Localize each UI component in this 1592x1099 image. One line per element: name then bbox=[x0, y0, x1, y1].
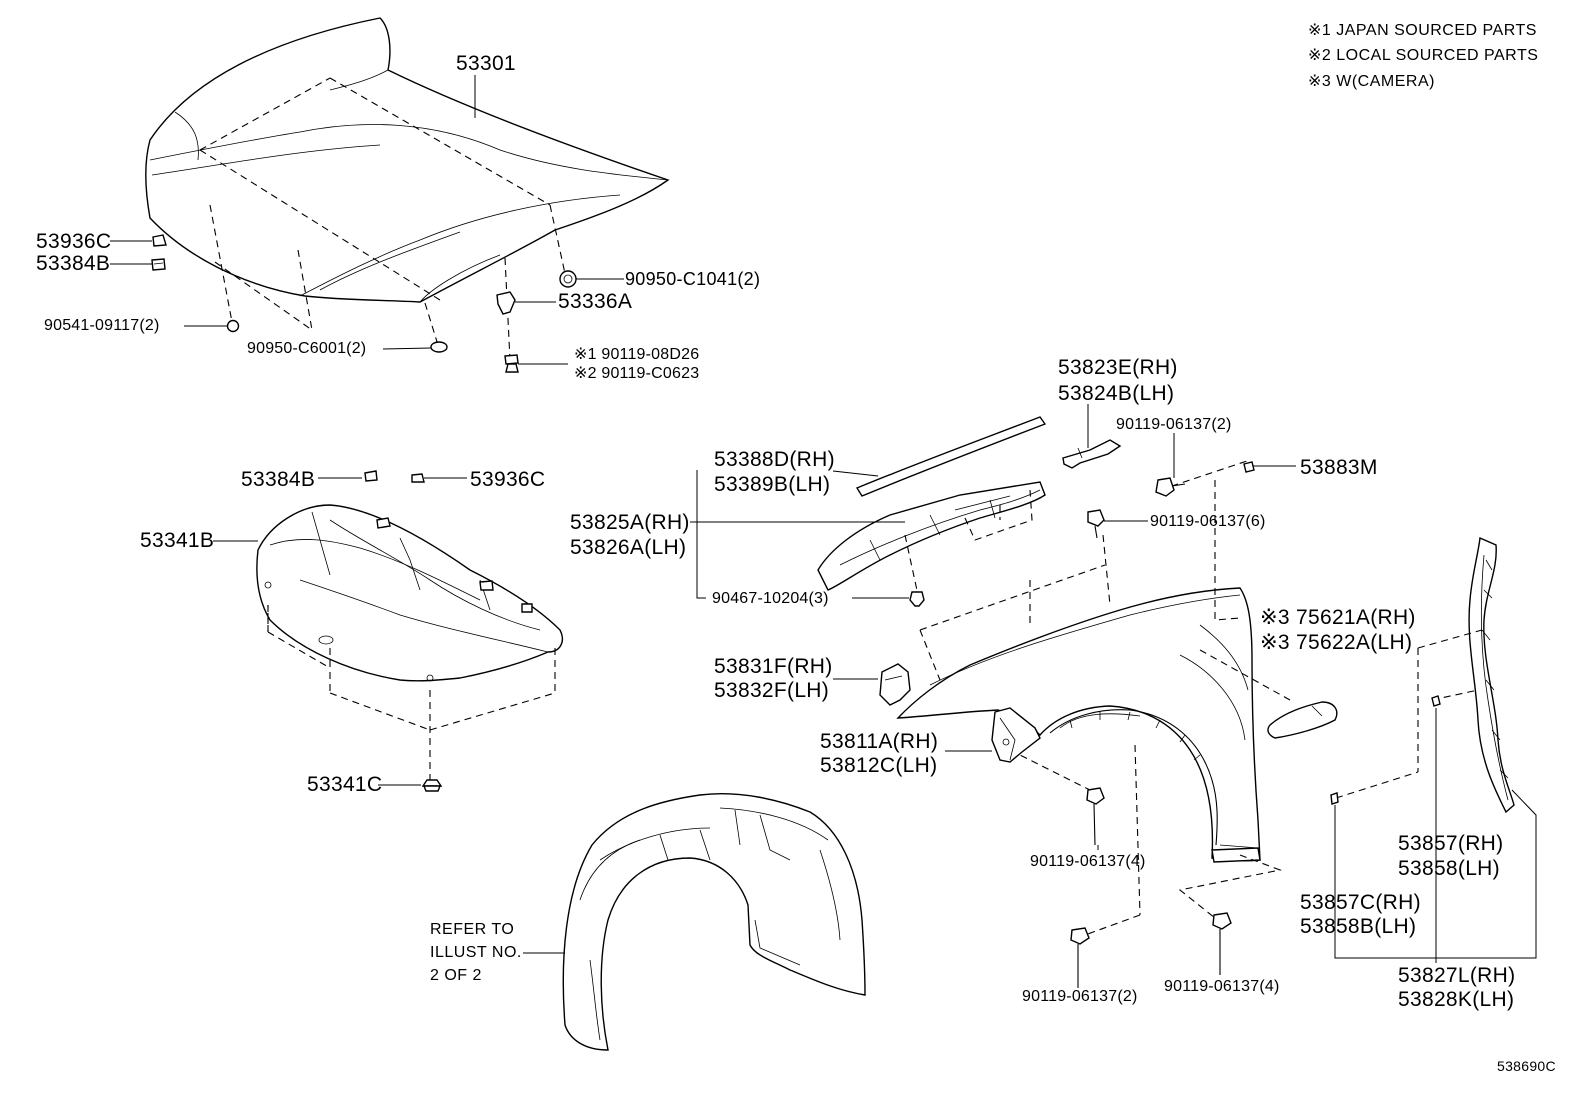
label-53388d[interactable]: 53388D(RH) bbox=[714, 448, 835, 471]
clip-90467-icon bbox=[909, 591, 925, 607]
hood-panel[interactable] bbox=[145, 17, 670, 303]
cushion-53936c-2-icon bbox=[411, 473, 425, 483]
bolt-90119-06137-2b-icon bbox=[1070, 927, 1090, 988]
label-90950-c1041[interactable]: 90950-C1041(2) bbox=[625, 269, 761, 289]
label-53936c-hood[interactable]: 53936C bbox=[36, 230, 112, 253]
fender-seal-upper[interactable] bbox=[855, 416, 1047, 497]
label-75621a[interactable]: ※3 75621A(RH) bbox=[1260, 606, 1416, 629]
hood-leaders bbox=[110, 75, 624, 365]
clamp-53336a-icon bbox=[496, 291, 516, 315]
label-90119-06137-6[interactable]: 90119-06137(6) bbox=[1150, 513, 1266, 530]
label-53823e[interactable]: 53823E(RH) bbox=[1058, 356, 1178, 379]
refer-line-2: ILLUST NO. bbox=[430, 944, 522, 961]
insulator-mounting-lines bbox=[267, 605, 556, 780]
label-53858[interactable]: 53858(LH) bbox=[1398, 857, 1500, 880]
label-53301[interactable]: 53301 bbox=[456, 52, 516, 75]
label-53858b[interactable]: 53858B(LH) bbox=[1300, 915, 1417, 938]
grommet-90541-icon bbox=[226, 319, 240, 333]
grommet-90950-c1041-icon bbox=[559, 270, 577, 288]
refer-line-1: REFER TO bbox=[430, 921, 515, 938]
insulator-leaders bbox=[213, 477, 467, 786]
note-with-camera: ※3 W(CAMERA) bbox=[1308, 73, 1435, 90]
bolt-90119-08d26-icon bbox=[504, 354, 519, 373]
label-90119-08d26[interactable]: ※1 90119-08D26 bbox=[574, 346, 700, 363]
front-fender-panel[interactable] bbox=[896, 587, 1261, 863]
label-90119-c0623[interactable]: ※2 90119-C0623 bbox=[574, 365, 700, 382]
side-panel-leaders bbox=[1334, 708, 1537, 963]
label-90541-09117[interactable]: 90541-09117(2) bbox=[44, 317, 160, 334]
label-53824b[interactable]: 53824B(LH) bbox=[1058, 382, 1175, 405]
label-90950-c6001[interactable]: 90950-C6001(2) bbox=[247, 340, 367, 357]
label-90467-10204[interactable]: 90467-10204(3) bbox=[712, 590, 829, 607]
label-53936c-insulator[interactable]: 53936C bbox=[470, 468, 546, 491]
bolt-90119-06137-4a-icon bbox=[1086, 787, 1105, 846]
clip-53341c-icon bbox=[421, 779, 443, 792]
label-90119-06137-2-lower[interactable]: 90119-06137(2) bbox=[1022, 988, 1138, 1005]
bolt-90119-06137-2a-icon bbox=[1155, 477, 1186, 497]
label-53883m[interactable]: 53883M bbox=[1300, 456, 1378, 479]
cushion-53384b-2-icon bbox=[364, 470, 378, 482]
label-53336a[interactable]: 53336A bbox=[558, 290, 633, 313]
label-75622a[interactable]: ※3 75622A(LH) bbox=[1260, 631, 1413, 654]
seal-53388d-leader bbox=[832, 470, 879, 477]
side-panel-mounting-lines bbox=[1335, 629, 1483, 799]
label-53341c[interactable]: 53341C bbox=[307, 773, 383, 796]
refer-note: REFER TO ILLUST NO. 2 OF 2 bbox=[430, 918, 522, 987]
bolt-90119-06137-4b-icon bbox=[1212, 912, 1232, 975]
label-53857c[interactable]: 53857C(RH) bbox=[1300, 891, 1421, 914]
fender-bolt-leaders bbox=[1097, 433, 1296, 850]
note-japan-sourced: ※1 JAPAN SOURCED PARTS bbox=[1308, 22, 1537, 39]
note-local-sourced: ※2 LOCAL SOURCED PARTS bbox=[1308, 47, 1539, 64]
fender-side-panel-seal[interactable] bbox=[1468, 536, 1515, 814]
camera-cover[interactable] bbox=[1267, 701, 1338, 739]
label-53832f[interactable]: 53832F(LH) bbox=[714, 679, 830, 702]
label-53389b[interactable]: 53389B(LH) bbox=[714, 473, 831, 496]
fender-splash-shield[interactable] bbox=[879, 663, 911, 706]
label-53831f[interactable]: 53831F(RH) bbox=[714, 655, 833, 678]
label-53857[interactable]: 53857(RH) bbox=[1398, 832, 1504, 855]
label-53384b-hood[interactable]: 53384B bbox=[36, 252, 111, 275]
clip-53857-icon bbox=[1431, 695, 1441, 707]
plug-90950-c6001-icon bbox=[430, 341, 448, 353]
cushion-53384b-icon bbox=[151, 258, 166, 271]
fender-bracket-53823e[interactable] bbox=[1062, 439, 1122, 469]
label-53825a[interactable]: 53825A(RH) bbox=[570, 511, 690, 534]
label-90119-06137-4-lower[interactable]: 90119-06137(4) bbox=[1164, 978, 1280, 995]
label-53384b-insulator[interactable]: 53384B bbox=[241, 468, 316, 491]
label-90119-06137-4-upper[interactable]: 90119-06137(4) bbox=[1030, 853, 1146, 870]
label-53828k[interactable]: 53828K(LH) bbox=[1398, 988, 1515, 1011]
bolt-90119-06137-6-icon bbox=[1087, 509, 1105, 539]
clip-53857c-icon bbox=[1330, 792, 1339, 805]
refer-line-3: 2 OF 2 bbox=[430, 967, 482, 984]
fender-mudguard-bracket[interactable] bbox=[991, 707, 1041, 763]
cushion-53936c-icon bbox=[152, 234, 167, 247]
bracket-leader bbox=[690, 470, 909, 599]
bracket-mounting-lines bbox=[904, 489, 1033, 596]
label-53341b[interactable]: 53341B bbox=[140, 529, 215, 552]
label-53827l[interactable]: 53827L(RH) bbox=[1398, 964, 1516, 987]
label-53826a[interactable]: 53826A(LH) bbox=[570, 536, 687, 559]
label-90119-06137-2-upper[interactable]: 90119-06137(2) bbox=[1116, 416, 1232, 433]
label-53811a[interactable]: 53811A(RH) bbox=[820, 730, 939, 753]
clip-53883m-icon bbox=[1243, 461, 1255, 473]
fender-liner[interactable] bbox=[562, 792, 866, 1051]
label-53812c[interactable]: 53812C(LH) bbox=[820, 754, 938, 777]
fender-protector-bracket[interactable] bbox=[817, 481, 1046, 591]
hood-insulator[interactable] bbox=[256, 504, 564, 682]
diagram-code: 538690C bbox=[1497, 1058, 1556, 1074]
